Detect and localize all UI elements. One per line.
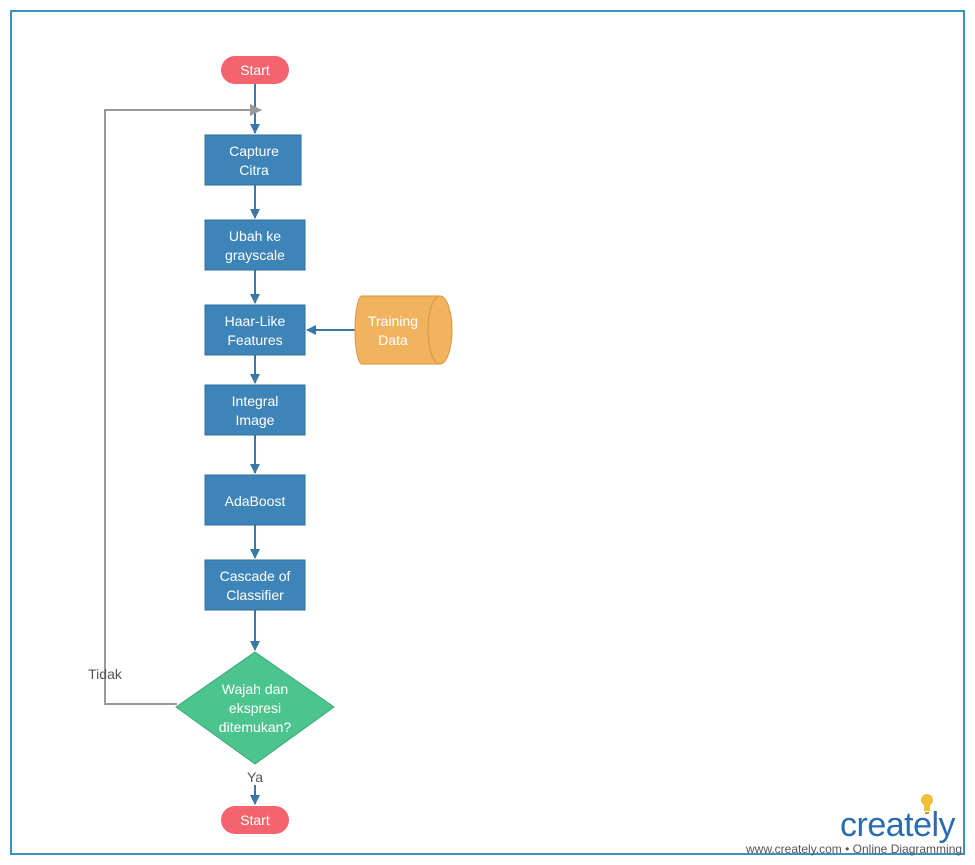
lightbulb-icon bbox=[921, 794, 933, 814]
grayscale-line-1: Ubah ke bbox=[229, 228, 281, 244]
process-integral-image: Integral Image bbox=[204, 384, 306, 436]
start-bottom-label: Start bbox=[240, 812, 270, 828]
adaboost-label: AdaBoost bbox=[225, 493, 286, 509]
process-adaboost: AdaBoost bbox=[204, 474, 306, 526]
connectors bbox=[104, 84, 355, 805]
diagram-frame bbox=[10, 10, 965, 855]
creately-tagline: www.creately.com • Online Diagramming bbox=[745, 842, 962, 856]
start-terminal-top: Start bbox=[221, 56, 289, 84]
capture-line-1: Capture bbox=[229, 143, 279, 159]
capture-line-2: Citra bbox=[239, 162, 269, 178]
training-data-store: Training Data bbox=[354, 295, 453, 365]
training-line-2: Data bbox=[378, 332, 408, 348]
decision-wajah-ditemukan: Wajah dan ekspresi ditemukan? bbox=[175, 651, 335, 765]
decision-line-3: ditemukan? bbox=[219, 719, 292, 735]
grayscale-line-2: grayscale bbox=[225, 247, 285, 263]
process-capture-citra: Capture Citra bbox=[204, 134, 302, 186]
cascade-line-2: Classifier bbox=[226, 587, 284, 603]
creately-logo-text: creately bbox=[840, 806, 956, 844]
start-terminal-bottom: Start bbox=[221, 806, 289, 834]
creately-branding: creately www.creately.com • Online Diagr… bbox=[745, 794, 962, 856]
process-grayscale: Ubah ke grayscale bbox=[204, 219, 306, 271]
haar-line-2: Features bbox=[227, 332, 282, 348]
edge-label-tidak: Tidak bbox=[88, 666, 123, 682]
process-haar-like-features: Haar-Like Features bbox=[204, 304, 306, 356]
decision-line-1: Wajah dan bbox=[222, 681, 288, 697]
edge-loop-no bbox=[104, 104, 262, 705]
haar-line-1: Haar-Like bbox=[225, 313, 286, 329]
integral-line-2: Image bbox=[236, 412, 275, 428]
decision-line-2: ekspresi bbox=[229, 700, 281, 716]
process-cascade-of-classifier: Cascade of Classifier bbox=[204, 559, 306, 611]
edge-label-ya: Ya bbox=[247, 769, 263, 785]
cascade-line-1: Cascade of bbox=[220, 568, 291, 584]
training-line-1: Training bbox=[368, 313, 418, 329]
integral-line-1: Integral bbox=[232, 393, 279, 409]
start-top-label: Start bbox=[240, 62, 270, 78]
